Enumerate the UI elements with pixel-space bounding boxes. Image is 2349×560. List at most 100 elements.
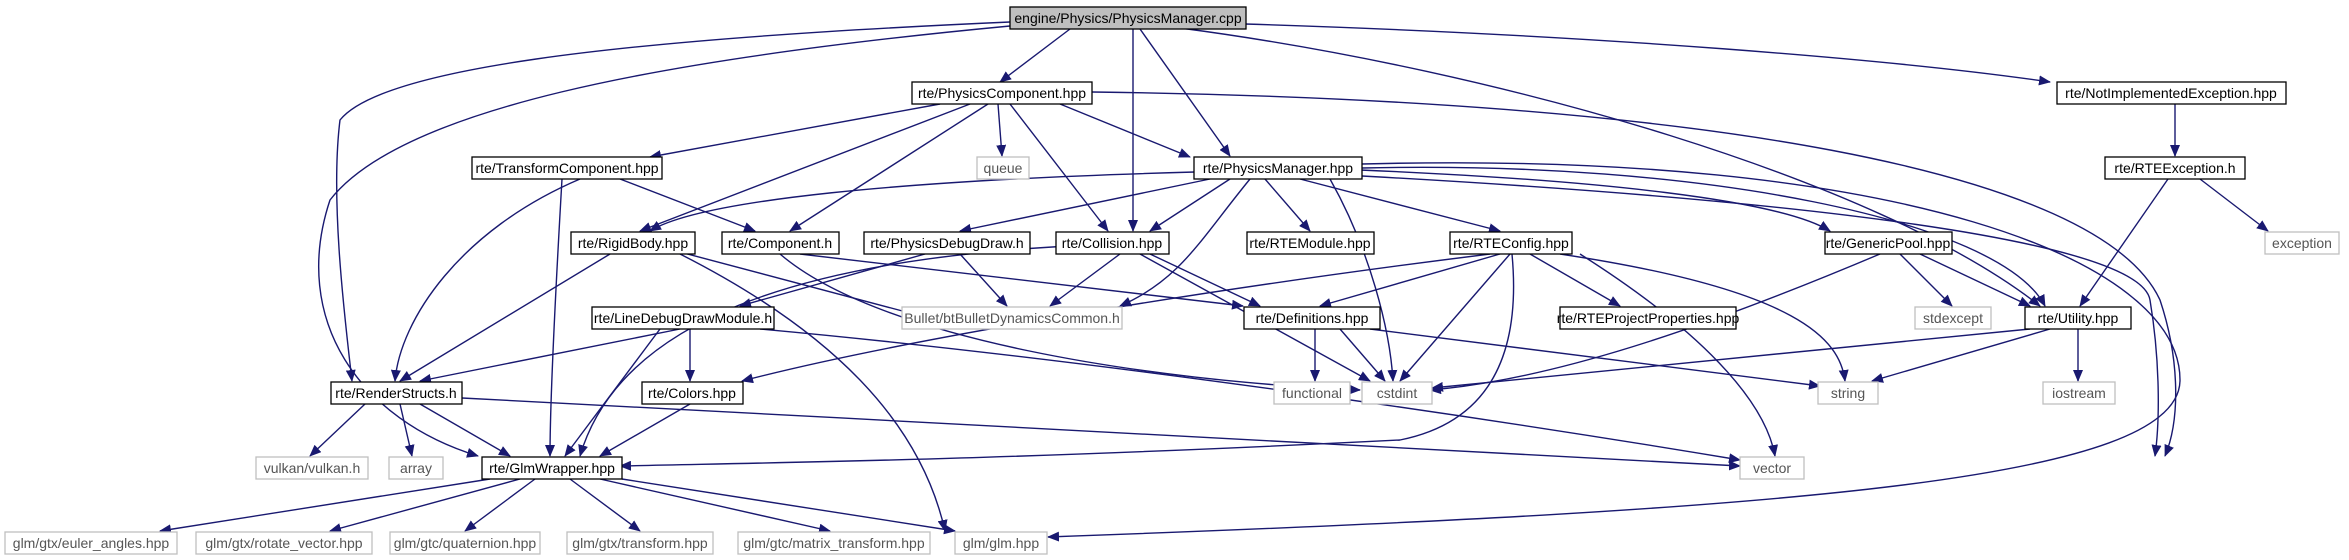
edge-generic-pool-stdexcept bbox=[1899, 253, 1953, 307]
node-label: rte/RTEProjectProperties.hpp bbox=[1557, 310, 1740, 326]
edge-physics-component-collision bbox=[1009, 103, 1109, 232]
node-physics-manager[interactable]: rte/PhysicsManager.hpp bbox=[1193, 156, 1363, 180]
node-label: glm/gtc/quaternion.hpp bbox=[394, 535, 537, 551]
edge-utility-string bbox=[1871, 328, 2051, 383]
node-euler-angles[interactable]: glm/gtx/euler_angles.hpp bbox=[4, 531, 178, 555]
node-label: rte/NotImplementedException.hpp bbox=[2065, 85, 2277, 101]
edge-render-structs-vector bbox=[461, 397, 1741, 471]
edge-glm-wrapper-quaternion bbox=[464, 478, 536, 532]
edge-root-utility bbox=[1179, 27, 2041, 307]
edge-component-cstdint bbox=[779, 253, 1361, 395]
node-definitions[interactable]: rte/Definitions.hpp bbox=[1243, 306, 1381, 330]
node-colors[interactable]: rte/Colors.hpp bbox=[641, 381, 744, 405]
node-label: rte/Collision.hpp bbox=[1062, 235, 1163, 251]
node-matrix-transform[interactable]: glm/gtc/matrix_transform.hpp bbox=[737, 531, 931, 555]
node-root[interactable]: engine/Physics/PhysicsManager.cpp bbox=[1009, 6, 1247, 30]
edge-rte-config-rte-project-properties bbox=[1529, 253, 1621, 307]
edge-glm-wrapper-glm bbox=[621, 478, 956, 535]
node-label: rte/LineDebugDrawModule.h bbox=[594, 310, 772, 326]
node-functional[interactable]: functional bbox=[1273, 381, 1351, 405]
node-glm-wrapper[interactable]: rte/GlmWrapper.hpp bbox=[481, 456, 623, 480]
node-utility[interactable]: rte/Utility.hpp bbox=[2024, 306, 2132, 330]
edge-rte-exception-exception bbox=[2199, 178, 2269, 232]
edge-transform-component-render-structs bbox=[390, 178, 581, 382]
edge-physics-manager-vector bbox=[1361, 175, 2162, 457]
node-collision[interactable]: rte/Collision.hpp bbox=[1055, 231, 1170, 255]
node-rte-module[interactable]: rte/RTEModule.hpp bbox=[1246, 231, 1375, 255]
node-label: rte/PhysicsDebugDraw.h bbox=[870, 235, 1023, 251]
edge-render-structs-array bbox=[399, 403, 415, 457]
node-not-implemented-exception[interactable]: rte/NotImplementedException.hpp bbox=[2056, 81, 2287, 105]
node-string[interactable]: string bbox=[1817, 381, 1879, 405]
node-label: iostream bbox=[2052, 385, 2106, 401]
edge-physics-component-physics-manager bbox=[1059, 103, 1191, 158]
edge-line-debug-draw-module-glm-wrapper bbox=[564, 328, 661, 457]
node-bullet[interactable]: Bullet/btBulletDynamicsCommon.h bbox=[901, 306, 1123, 330]
edge-physics-component-component bbox=[789, 103, 989, 232]
node-transform-component[interactable]: rte/TransformComponent.hpp bbox=[471, 156, 663, 180]
node-vector[interactable]: vector bbox=[1739, 456, 1805, 480]
node-label: rte/TransformComponent.hpp bbox=[475, 160, 658, 176]
node-label: stdexcept bbox=[1923, 310, 1983, 326]
node-render-structs[interactable]: rte/RenderStructs.h bbox=[330, 381, 463, 405]
edge-rigid-body-render-structs bbox=[399, 253, 611, 382]
node-label: vulkan/vulkan.h bbox=[264, 460, 361, 476]
edge-component-definitions bbox=[799, 253, 1244, 310]
edge-render-structs-vulkan bbox=[309, 403, 366, 457]
edge-root-physics-component bbox=[999, 28, 1071, 83]
node-exception[interactable]: exception bbox=[2264, 231, 2340, 255]
node-label: rte/RTEException.h bbox=[2114, 160, 2235, 176]
edge-rte-config-definitions bbox=[1319, 253, 1501, 308]
node-line-debug-draw-module[interactable]: rte/LineDebugDrawModule.h bbox=[591, 306, 775, 330]
node-rotate-vector[interactable]: glm/gtx/rotate_vector.hpp bbox=[195, 531, 373, 555]
node-label: rte/Component.h bbox=[728, 235, 832, 251]
node-rte-project-properties[interactable]: rte/RTEProjectProperties.hpp bbox=[1557, 306, 1740, 330]
node-rigid-body[interactable]: rte/RigidBody.hpp bbox=[570, 231, 696, 255]
edge-generic-pool-utility bbox=[1919, 253, 2031, 307]
edge-glm-wrapper-matrix-transform bbox=[599, 478, 831, 534]
node-rte-config[interactable]: rte/RTEConfig.hpp bbox=[1449, 231, 1573, 255]
edge-rte-config-cstdint bbox=[1399, 253, 1511, 382]
node-label: queue bbox=[984, 160, 1023, 176]
node-quaternion[interactable]: glm/gtc/quaternion.hpp bbox=[389, 531, 541, 555]
node-queue[interactable]: queue bbox=[976, 156, 1030, 180]
node-label: glm/gtx/transform.hpp bbox=[572, 535, 708, 551]
edge-root-not-implemented-exception bbox=[1244, 23, 2051, 86]
node-label: glm/glm.hpp bbox=[963, 535, 1039, 551]
node-physics-debug-draw[interactable]: rte/PhysicsDebugDraw.h bbox=[863, 231, 1031, 255]
node-transform[interactable]: glm/gtx/transform.hpp bbox=[566, 531, 714, 555]
edge-utility-cstdint bbox=[1431, 328, 2031, 392]
edge-physics-debug-draw-bullet bbox=[959, 253, 1008, 307]
node-cstdint[interactable]: cstdint bbox=[1361, 381, 1433, 405]
node-stdexcept[interactable]: stdexcept bbox=[1914, 306, 1992, 330]
node-label: rte/RTEConfig.hpp bbox=[1453, 235, 1569, 251]
edge-glm-wrapper-rotate-vector bbox=[329, 478, 521, 533]
node-label: exception bbox=[2272, 235, 2332, 251]
edge-glm-wrapper-euler-angles bbox=[159, 478, 491, 535]
edge-physics-manager-rte-config bbox=[1299, 178, 1501, 234]
node-component[interactable]: rte/Component.h bbox=[721, 231, 840, 255]
edge-physics-manager-utility bbox=[1361, 166, 2046, 307]
node-generic-pool[interactable]: rte/GenericPool.hpp bbox=[1824, 231, 1953, 255]
node-label: vector bbox=[1753, 460, 1791, 476]
node-array[interactable]: array bbox=[388, 456, 444, 480]
edge-physics-component-rigid-body bbox=[639, 103, 971, 232]
edge-glm-wrapper-transform bbox=[569, 478, 641, 532]
edge-physics-manager-rte-module bbox=[1264, 178, 1311, 232]
node-rte-exception[interactable]: rte/RTEException.h bbox=[2104, 156, 2246, 180]
node-physics-component[interactable]: rte/PhysicsComponent.hpp bbox=[911, 81, 1093, 105]
node-label: rte/GenericPool.hpp bbox=[1826, 235, 1951, 251]
node-vulkan[interactable]: vulkan/vulkan.h bbox=[255, 456, 369, 480]
edge-root-render-structs bbox=[335, 21, 1011, 382]
node-iostream[interactable]: iostream bbox=[2042, 381, 2116, 405]
edge-physics-manager-glm bbox=[1047, 162, 2181, 542]
node-label: functional bbox=[1282, 385, 1342, 401]
edge-physics-manager-rigid-body bbox=[649, 171, 1196, 232]
node-glm[interactable]: glm/glm.hpp bbox=[954, 531, 1048, 555]
edge-physics-manager-cstdint bbox=[1329, 178, 1398, 382]
node-label: glm/gtx/euler_angles.hpp bbox=[13, 535, 170, 551]
node-label: engine/Physics/PhysicsManager.cpp bbox=[1014, 10, 1241, 26]
node-label: rte/RenderStructs.h bbox=[335, 385, 456, 401]
node-label: array bbox=[400, 460, 432, 476]
